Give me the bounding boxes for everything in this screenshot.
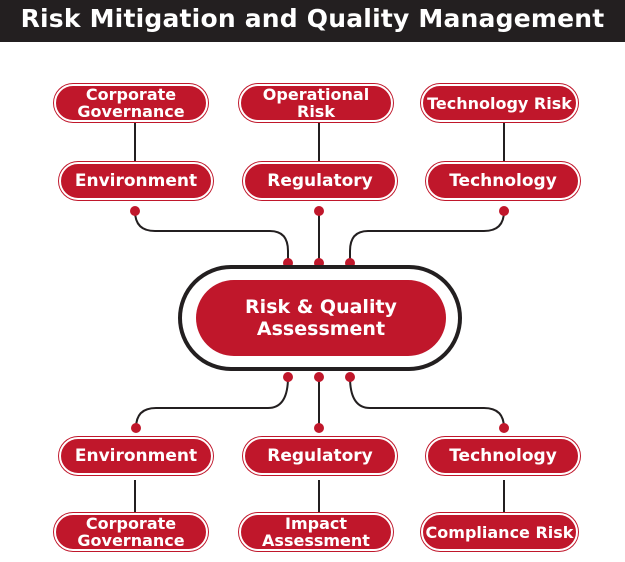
box-line: Impact — [284, 514, 347, 533]
connector-dot — [314, 423, 324, 433]
top-risk-box-technology-risk: Technology Risk — [421, 84, 578, 122]
connector-dot — [131, 423, 141, 433]
box-line: Corporate — [85, 85, 177, 104]
category-label: Regulatory — [267, 170, 373, 191]
connector-dot — [345, 372, 355, 382]
box-line: Operational — [262, 85, 370, 104]
connector-dot — [499, 206, 509, 216]
connector-dot — [499, 423, 509, 433]
connector-dot — [130, 206, 140, 216]
box-line: Assessment — [262, 531, 370, 550]
category-label: Environment — [74, 445, 198, 466]
center-assessment: Risk & Quality Assessment — [196, 280, 446, 356]
top-category-environment: Environment — [59, 162, 213, 200]
box-line: Governance — [77, 102, 185, 121]
box-line: Corporate — [85, 514, 177, 533]
box-line: Technology Risk — [427, 93, 572, 113]
bottom-category-environment: Environment — [59, 437, 213, 475]
box-line: Risk — [297, 102, 335, 121]
center-line: Risk & Quality — [245, 296, 397, 318]
bottom-category-technology: Technology — [426, 437, 580, 475]
page-title: Risk Mitigation and Quality Management — [20, 4, 605, 33]
category-label: Technology — [449, 170, 557, 191]
top-category-regulatory: Regulatory — [243, 162, 397, 200]
top-category-technology: Technology — [426, 162, 580, 200]
box-line: Governance — [77, 531, 185, 550]
connector-dot — [314, 372, 324, 382]
bottom-category-regulatory: Regulatory — [243, 437, 397, 475]
category-label: Environment — [74, 170, 198, 191]
connector-dot — [314, 206, 324, 216]
center-ring — [178, 265, 462, 371]
category-label: Technology — [449, 445, 557, 466]
title-bar — [0, 0, 625, 42]
category-label: Regulatory — [267, 445, 373, 466]
connector-dot — [283, 372, 293, 382]
bottom-box-compliance-risk: Compliance Risk — [421, 513, 578, 551]
box-line: Compliance Risk — [425, 522, 574, 542]
center-line: Assessment — [256, 318, 386, 340]
